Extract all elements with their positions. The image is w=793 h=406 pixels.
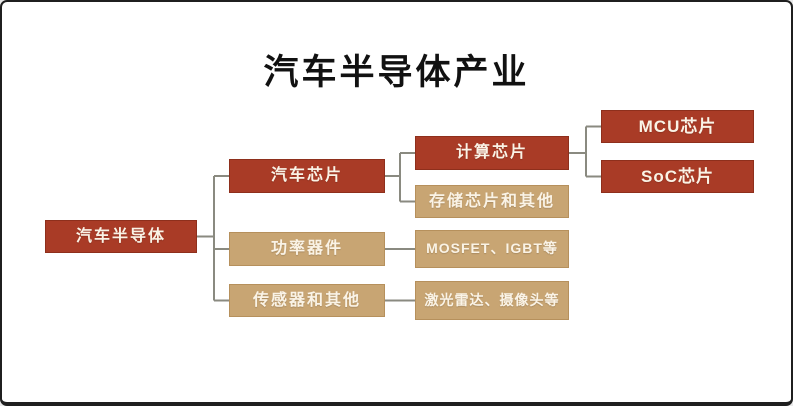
node-memory-chips-and-others: 存储芯片和其他 bbox=[415, 185, 569, 218]
node-automotive-chips: 汽车芯片 bbox=[229, 159, 385, 193]
node-power-devices: 功率器件 bbox=[229, 232, 385, 266]
node-mcu-chip: MCU芯片 bbox=[601, 110, 754, 143]
node-soc-chip: SoC芯片 bbox=[601, 160, 754, 193]
node-sensors-and-others: 传感器和其他 bbox=[229, 284, 385, 317]
node-lidar-camera: 激光雷达、摄像头等 bbox=[415, 281, 569, 320]
node-automotive-semiconductor: 汽车半导体 bbox=[45, 220, 197, 253]
connector-computing-chips-to-children bbox=[569, 125, 601, 178]
node-mosfet-igbt: MOSFET、IGBT等 bbox=[415, 230, 569, 268]
connector-root-to-level2 bbox=[197, 175, 229, 302]
connector-automotive-chips-to-children bbox=[385, 152, 415, 203]
diagram-title: 汽车半导体产业 bbox=[263, 53, 530, 92]
node-computing-chips: 计算芯片 bbox=[415, 136, 569, 170]
